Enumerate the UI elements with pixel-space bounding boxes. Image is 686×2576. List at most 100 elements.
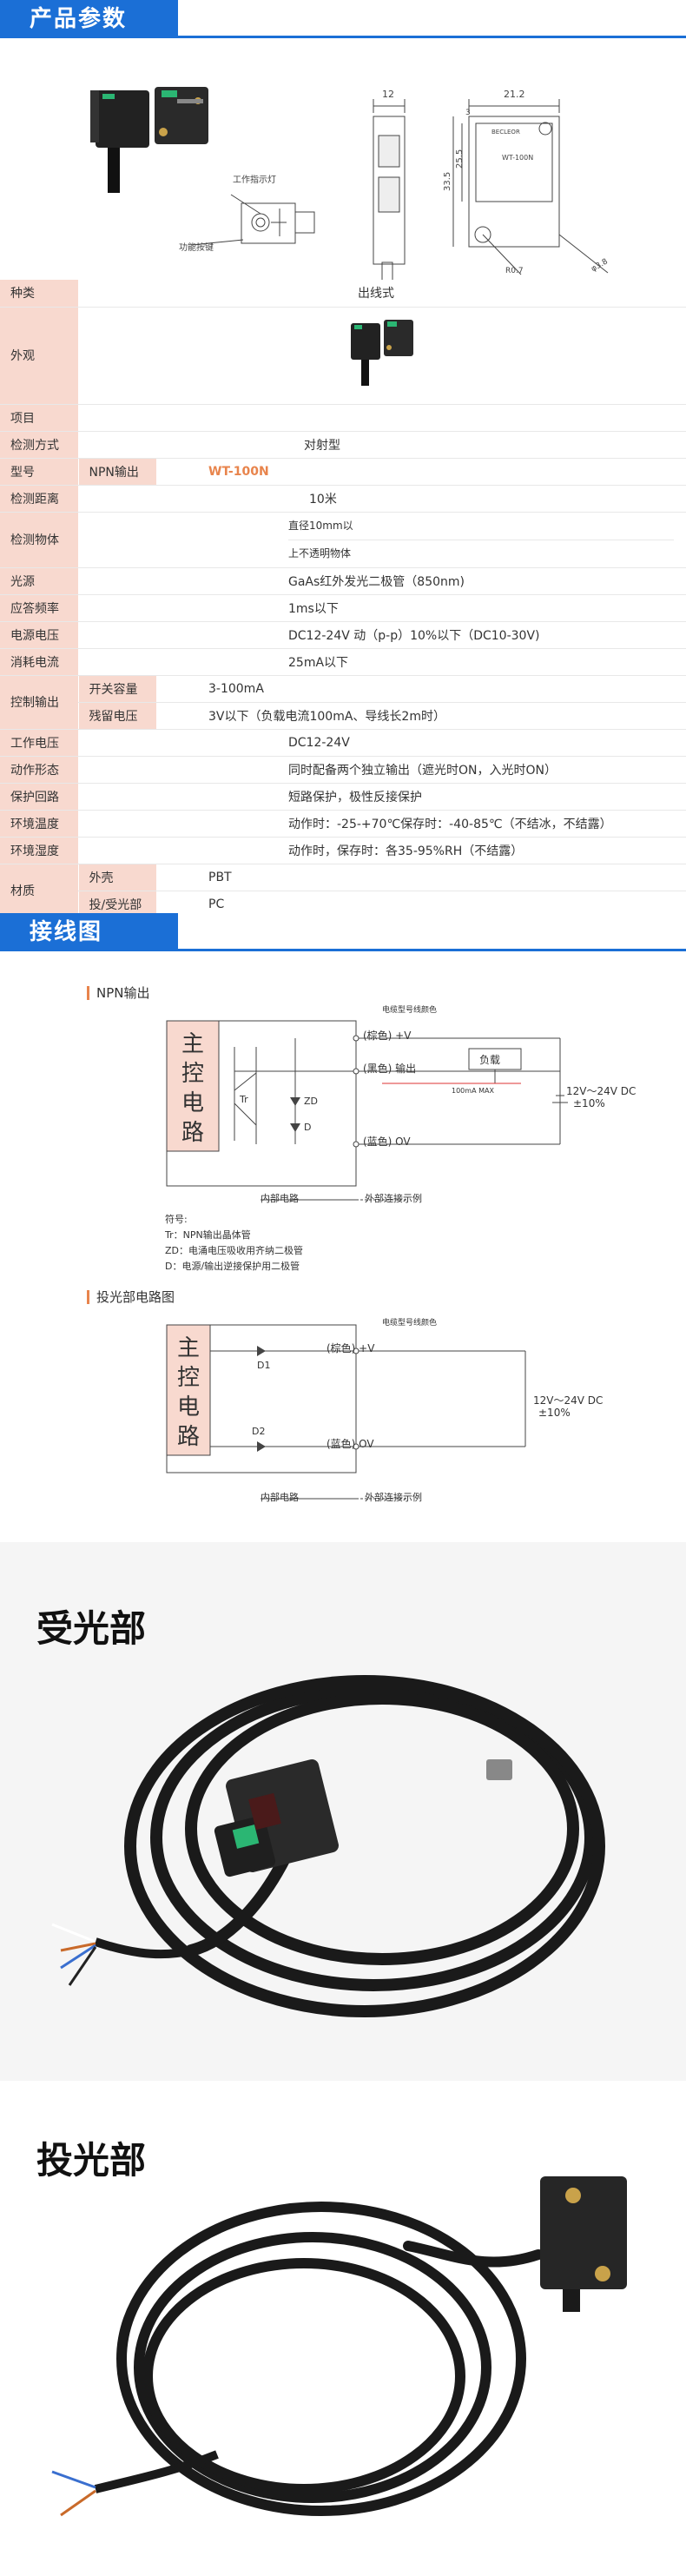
spec-value: 3-100mA	[156, 675, 686, 703]
spec-value	[78, 404, 686, 432]
table-row: 检测方式对射型	[0, 431, 686, 459]
drawing-brand: BECLEOR	[491, 129, 520, 136]
emitter-circuit	[166, 1324, 526, 1500]
npn-max: 100mA MAX	[452, 1087, 494, 1095]
section-underline	[178, 36, 686, 38]
spec-value: 短路保护，极性反接保护	[78, 783, 686, 811]
main-circuit-char: 控	[176, 1365, 200, 1391]
npn-brown: (棕色) +V	[363, 1030, 412, 1042]
section-header-params: 产品参数	[0, 0, 686, 38]
spec-key: 项目	[0, 404, 78, 432]
spec-subkey: NPN输出	[77, 458, 156, 486]
appearance-image	[78, 307, 686, 405]
spec-value: 25mA以下	[78, 648, 686, 676]
spec-value: WT-100N	[156, 458, 686, 486]
receiver-photo: 受光部	[0, 1542, 686, 2081]
section-title: 产品参数	[0, 0, 178, 38]
dim-depth: 21.2	[504, 89, 525, 100]
table-row: 环境湿度动作时，保存时：各35-95%RH（不结露）	[0, 837, 686, 864]
legend-item: D：电源/输出逆接保护用二极管	[165, 1261, 300, 1272]
dim-top: 3	[465, 109, 471, 117]
product-drawing-area: 工作指示灯 功能按键 12 21.2 33.5	[0, 38, 686, 284]
spec-key: 型号	[0, 458, 79, 486]
spec-key: 消耗电流	[0, 648, 78, 676]
npn-circuit	[166, 1020, 568, 1201]
spec-value: 3V以下（负载电流100mA、导线长2m时）	[156, 702, 686, 730]
indicator-label: 工作指示灯	[233, 174, 276, 185]
legend-title: 符号:	[165, 1214, 188, 1225]
dim-hole: R0.7	[505, 267, 524, 275]
section-header-wiring: 接线图	[0, 913, 686, 951]
npn-circuit-svg	[166, 1020, 568, 1500]
side-view-drawing	[190, 194, 315, 246]
table-row: 外观	[0, 307, 686, 405]
emitter-d2: D2	[252, 1426, 266, 1437]
spec-value: 1ms以下	[78, 594, 686, 622]
wiring-diagram-area: NPN输出	[0, 951, 686, 1542]
spec-key: 工作电压	[0, 729, 78, 757]
product-drawing-svg: 工作指示灯 功能按键 12 21.2 33.5	[90, 87, 610, 284]
knob-label: 功能按键	[179, 242, 214, 253]
npn-tr: Tr	[240, 1094, 248, 1105]
spec-value-line: 直径10mm以	[288, 519, 353, 532]
spec-key: 外观	[0, 307, 78, 405]
spec-subkey: 外壳	[77, 864, 156, 891]
emitter-photo: 投光部	[0, 2081, 686, 2573]
dim-width: 12	[382, 89, 394, 100]
spec-key: 保护回路	[0, 783, 78, 811]
npn-supply: 12V～24V DC	[566, 1085, 637, 1097]
spec-key: 电源电压	[0, 621, 78, 649]
spec-key: 应答频率	[0, 594, 78, 622]
emitter-wires	[51, 2450, 219, 2517]
receiver-sensor	[214, 1759, 339, 1877]
emitter-photo-svg	[51, 2176, 627, 2517]
emitter-supply2: ±10%	[538, 1407, 571, 1419]
table-row: 种类出线式	[0, 280, 686, 308]
product-photo	[90, 87, 208, 193]
main-circuit-char: 控	[181, 1061, 204, 1087]
dim-inner: 25.5	[455, 149, 465, 169]
receiver-photo-svg	[51, 1675, 605, 2017]
appearance-photo	[351, 320, 413, 386]
emitter-photo-title: 投光部	[36, 2139, 147, 2182]
emitter-external: 外部连接示例	[365, 1492, 422, 1503]
spec-value: GaAs红外发光二极管（850nm)	[78, 567, 686, 595]
spec-value: 出线式	[78, 280, 686, 308]
spec-subkey: 开关容量	[77, 675, 156, 703]
emitter-wire-note: 电缆型号线颜色	[382, 1319, 438, 1328]
npn-supply2: ±10%	[573, 1097, 605, 1109]
spec-value: PBT	[156, 864, 686, 891]
emitter-blue: (蓝色) OV	[327, 1438, 374, 1450]
spec-value: 动作时：-25-+70℃保存时：-40-85℃（不结冰，不结露）	[78, 810, 686, 838]
emitter-main-circuit-label: 主 控 电 路	[172, 1334, 205, 1452]
spec-value: 动作时，保存时：各35-95%RH（不结露）	[78, 837, 686, 864]
npn-blue: (蓝色) OV	[363, 1136, 411, 1148]
npn-load: 负载	[479, 1054, 501, 1066]
spec-key: 材质	[0, 864, 78, 918]
npn-external: 外部连接示例	[365, 1193, 422, 1204]
spec-key: 环境湿度	[0, 837, 78, 864]
spec-value: 对射型	[78, 431, 686, 459]
main-circuit-char: 主	[181, 1031, 204, 1057]
emitter-brown: (棕色) +V	[327, 1342, 375, 1354]
table-row: 检测物体直径10mm以上不透明物体	[0, 512, 686, 568]
npn-legend: 符号: Tr：NPN输出晶体管 ZD：电涌电压吸收用齐纳二极管 D：电源/输出逆…	[165, 1212, 303, 1275]
spec-key: 种类	[0, 280, 78, 308]
receiver-title: 受光部	[36, 1607, 147, 1650]
emitter-title: 投光部电路图	[87, 1290, 175, 1304]
emitter-supply: 12V～24V DC	[533, 1394, 604, 1407]
main-circuit-char: 电	[176, 1394, 200, 1420]
spec-subkey: 残留电压	[77, 702, 156, 730]
npn-zd: ZD	[304, 1096, 319, 1107]
spec-key: 检测方式	[0, 431, 78, 459]
npn-title: NPN输出	[87, 986, 150, 1000]
spec-key: 环境温度	[0, 810, 78, 838]
